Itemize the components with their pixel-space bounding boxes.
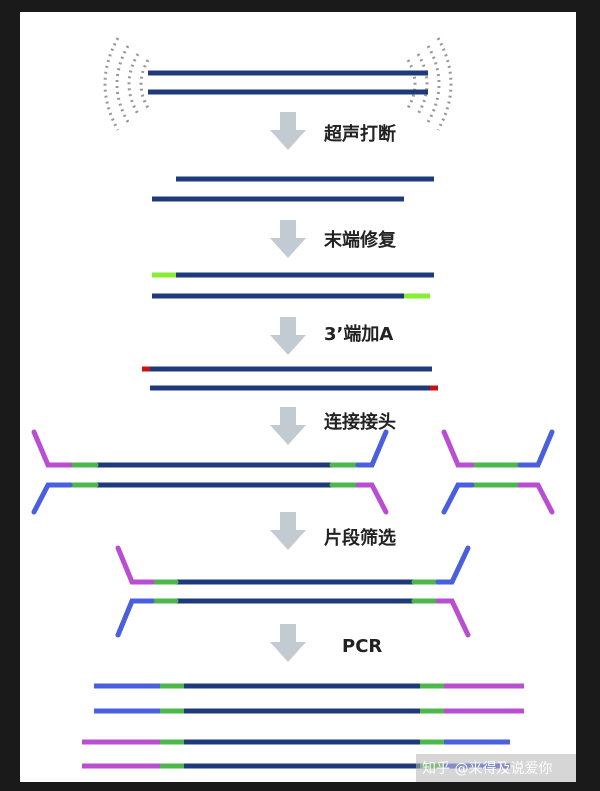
adapter-arm-blue [115,598,155,638]
dna-end-repaired [152,272,434,299]
down-arrow-icon [270,317,306,355]
step-label-sonication: 超声打断 [324,123,396,145]
adapter-arm-purple [517,482,555,515]
adapter-arm-blue [31,482,73,515]
diagram-canvas: 超声打断 末端修复 3’端加A 连接接头 [31,37,576,782]
adapter-arm-blue [435,545,471,585]
dna-fragmented [152,176,434,202]
step-label-adapter-ligation: 连接接头 [324,411,396,433]
adapter-arm-blue [441,482,475,515]
down-arrow-icon [270,512,306,550]
dna-size-selected [115,545,471,638]
down-arrow-icon [270,407,306,445]
dna-adapter-ligated [31,429,389,515]
sound-wave-icon [103,37,453,131]
step-label-a-tailing: 3’端加A [324,324,393,345]
watermark: 知乎 @来得及说爱你 [422,760,552,777]
step-label-end-repair: 末端修复 [324,229,397,251]
watermark-backdrop [416,754,576,782]
adapter-arm-blue [355,429,389,468]
adapter-arm-purple [355,482,389,515]
down-arrow-icon [270,220,306,258]
adapter-arm-purple [115,545,155,585]
down-arrow-icon [270,112,306,150]
dna-a-tailed [142,366,438,391]
ngs-library-prep-diagram: 超声打断 末端修复 3’端加A 连接接头 [20,12,576,782]
step-label-size-selection: 片段筛选 [324,527,396,549]
adapter-arm-purple [441,429,475,468]
dna-original [148,70,428,95]
down-arrow-icon [270,624,306,662]
adapter-arm-purple [31,429,73,468]
adapter-dimer [441,429,555,515]
adapter-arm-purple [435,598,471,638]
adapter-arm-blue [517,429,555,468]
step-label-pcr: PCR [342,636,382,657]
